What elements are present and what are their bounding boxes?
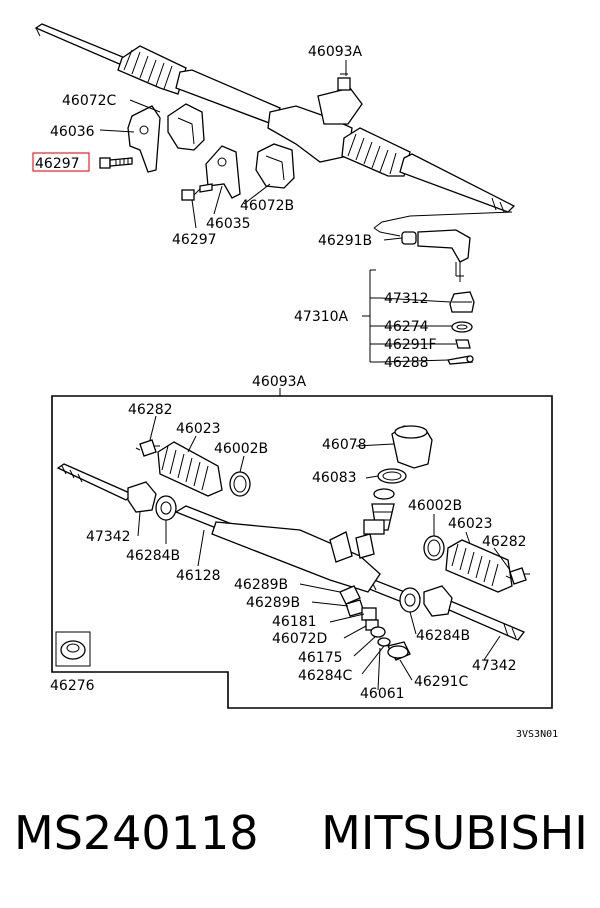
label-46002B-left: 46002B <box>214 441 268 457</box>
left-boot <box>117 45 187 95</box>
bolt-46297-highlighted <box>99 157 133 169</box>
right-boot <box>341 127 411 177</box>
label-46023-right: 46023 <box>448 516 493 532</box>
label-46072C: 46072C <box>62 93 117 109</box>
bolt-46297-lower <box>181 183 213 201</box>
label-46291B: 46291B <box>318 233 372 249</box>
label-46289B-b: 46289B <box>246 595 300 611</box>
bushing-46072C <box>167 103 205 151</box>
label-47310A: 47310A <box>294 309 349 325</box>
inner-rod-47342-right <box>423 585 526 641</box>
washer-46284B-left <box>155 495 177 521</box>
label-46035: 46035 <box>206 216 251 232</box>
label-46291F: 46291F <box>384 337 437 353</box>
rack-housing <box>267 73 363 163</box>
caption: MS240118 MITSUBISHI <box>14 806 594 866</box>
label-46061: 46061 <box>360 686 405 702</box>
clamp-46282-left <box>135 439 160 457</box>
bushing-46289B <box>339 585 365 617</box>
label-46072D: 46072D <box>272 631 327 647</box>
label-46284B-right: 46284B <box>416 628 470 644</box>
dust-cover-47312 <box>449 291 475 313</box>
label-46284B-left: 46284B <box>126 548 180 564</box>
cap-nut-46061 <box>387 641 411 661</box>
label-46289B-a: 46289B <box>234 577 288 593</box>
diagram-code: 3VS3N01 <box>516 729 558 740</box>
label-46181: 46181 <box>272 614 317 630</box>
highlight-box <box>32 152 90 172</box>
boot-46023-right <box>445 539 513 593</box>
label-46128: 46128 <box>176 568 221 584</box>
exploded-parts-diagram: 46093A 46072C 46036 46297 46072B 46035 4… <box>32 23 558 740</box>
label-47342-right: 47342 <box>472 658 517 674</box>
exploded-rack-components <box>56 425 530 661</box>
clip-46274 <box>451 321 473 333</box>
band-46002B-right <box>423 535 445 561</box>
label-46078: 46078 <box>322 437 367 453</box>
label-46282-right: 46282 <box>482 534 527 550</box>
pin-46288 <box>447 355 474 365</box>
leader-lines <box>99 60 511 691</box>
label-46036: 46036 <box>50 124 95 140</box>
mount-46276 <box>55 631 91 667</box>
boot-46078 <box>391 425 433 469</box>
nut-46291F <box>455 339 471 349</box>
label-46274: 46274 <box>384 319 429 335</box>
clamp-46282-right <box>505 567 530 585</box>
label-47342-left: 47342 <box>86 529 131 545</box>
label-46093A-top: 46093A <box>308 44 363 60</box>
gear-housing <box>211 521 381 593</box>
bushing-46072B <box>255 143 295 189</box>
part-labels: 46093A 46072C 46036 46297 46072B 46035 4… <box>35 44 558 740</box>
bracket-46036 <box>127 105 161 173</box>
washer-46284B-right <box>399 587 421 613</box>
tie-rod-end-46291B <box>401 229 471 282</box>
label-46002B-right: 46002B <box>408 498 462 514</box>
label-46288: 46288 <box>384 355 429 371</box>
label-46072B: 46072B <box>240 198 294 214</box>
label-46291C: 46291C <box>414 674 469 690</box>
band-46002B-left <box>229 471 251 497</box>
ring-46083 <box>377 468 407 484</box>
label-46284C: 46284C <box>298 668 353 684</box>
kit-47310A <box>362 269 475 365</box>
label-46276: 46276 <box>50 678 95 694</box>
label-46023-left: 46023 <box>176 421 221 437</box>
steering-rack-assembly <box>34 23 516 213</box>
label-46175: 46175 <box>298 650 343 666</box>
inner-rod-47342-left <box>56 463 157 513</box>
adjuster-parts <box>361 607 391 647</box>
label-46083: 46083 <box>312 470 357 486</box>
bracket-46035 <box>205 145 241 199</box>
label-46093A-box: 46093A <box>252 374 307 390</box>
assembly-boundary <box>51 395 553 709</box>
boot-46023-left <box>157 441 223 497</box>
part-number: MS240118 <box>14 806 259 860</box>
brand-name: MITSUBISHI <box>321 806 588 860</box>
label-46282-left: 46282 <box>128 402 173 418</box>
label-46297-highlighted: 46297 <box>35 156 80 172</box>
label-47312: 47312 <box>384 291 429 307</box>
pinion-shaft <box>363 488 395 535</box>
label-46297: 46297 <box>172 232 217 248</box>
